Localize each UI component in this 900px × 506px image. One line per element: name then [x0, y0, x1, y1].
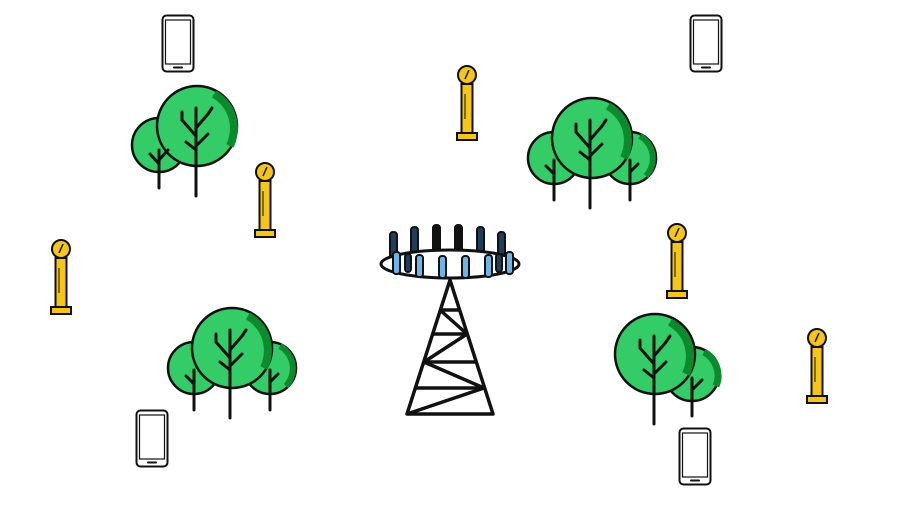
smartphone-icon: [689, 14, 723, 73]
reflector-post-right-mid: [664, 222, 690, 300]
tree-cluster-icon: [613, 312, 722, 426]
reflector-post-top-center: [454, 64, 480, 142]
smartphone-top-left: [161, 14, 195, 73]
tower-lattice: [405, 278, 495, 416]
reflector-post-icon: [666, 223, 688, 299]
smartphone-icon: [161, 14, 195, 73]
reflector-post-icon: [254, 162, 276, 238]
smartphone-bottom-left: [135, 409, 169, 468]
antenna-array-front-row: [392, 251, 514, 279]
antenna-element: [495, 253, 503, 273]
reflector-post-far-left: [48, 238, 74, 316]
antenna-element: [461, 255, 470, 279]
antenna-element: [438, 255, 447, 279]
tree-cluster-icon: [526, 96, 658, 210]
tree-cluster-bottom-left: [166, 306, 300, 422]
smartphone-icon: [678, 427, 712, 486]
tree-cluster-icon: [166, 306, 298, 420]
smartphone-icon: [135, 409, 169, 468]
tree-cluster-icon: [130, 84, 239, 198]
antenna-element: [415, 254, 424, 278]
antenna-element: [505, 251, 514, 275]
smartphone-top-right: [689, 14, 723, 73]
reflector-post-far-right: [804, 327, 830, 405]
reflector-post-icon: [806, 328, 828, 404]
antenna-element: [392, 251, 401, 275]
cell-tower-icon: [379, 224, 521, 416]
antenna-element: [484, 254, 493, 278]
antenna-element: [404, 253, 412, 273]
tree-cluster-top-left: [130, 84, 242, 200]
tree-cluster-bottom-right: [612, 312, 724, 428]
base-station-tower: [378, 222, 524, 420]
smartphone-bottom-right: [678, 427, 712, 486]
reflector-post-left-mid: [252, 161, 278, 239]
reflector-post-icon: [50, 239, 72, 315]
reflector-post-icon: [456, 65, 478, 141]
tree-cluster-top-right: [526, 96, 660, 212]
